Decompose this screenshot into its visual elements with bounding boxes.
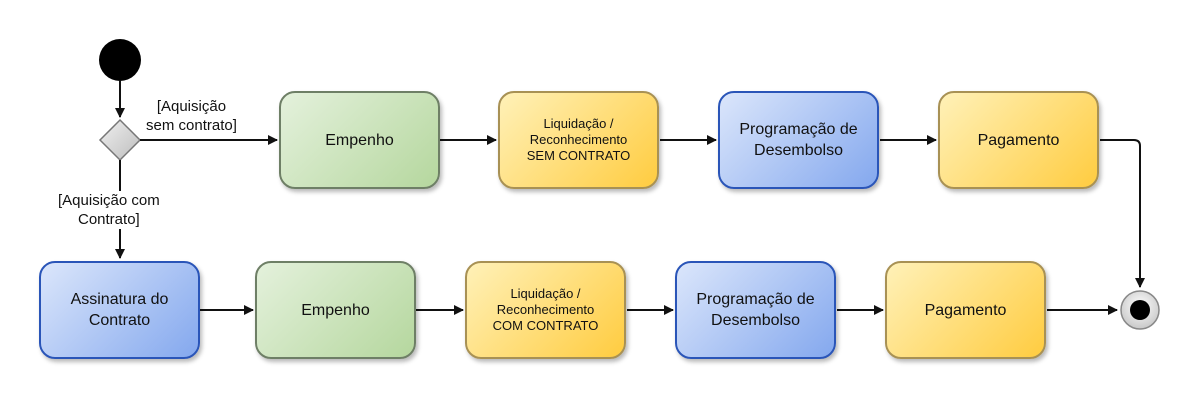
node-empenho-bottom: Empenho — [255, 261, 416, 359]
decision-node — [98, 118, 142, 162]
node-assinatura-contrato: Assinatura do Contrato — [39, 261, 200, 359]
edge-pagamento-top-end — [1100, 139, 1145, 288]
node-liquidacao-sem-contrato: Liquidação / Reconhecimento SEM CONTRATO — [498, 91, 659, 189]
node-empenho-top: Empenho — [279, 91, 440, 189]
node-pagamento-top: Pagamento — [938, 91, 1099, 189]
node-liquidacao-com-contrato: Liquidação / Reconhecimento COM CONTRATO — [465, 261, 626, 359]
end-node-core — [1130, 300, 1150, 320]
guard-label-sem-contrato: [Aquisição sem contrato] — [146, 97, 237, 135]
node-programacao-top: Programação de Desembolso — [718, 91, 879, 189]
node-programacao-bottom: Programação de Desembolso — [675, 261, 836, 359]
start-node — [99, 39, 141, 81]
guard-label-com-contrato: [Aquisição com Contrato] — [58, 191, 160, 229]
node-pagamento-bottom: Pagamento — [885, 261, 1046, 359]
